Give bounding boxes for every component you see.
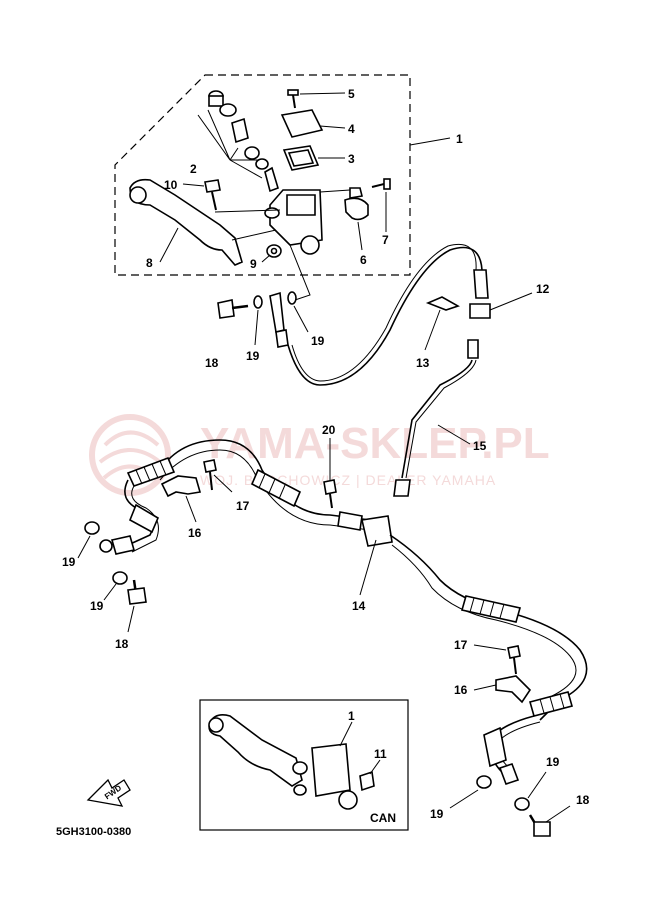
callout-19-right-a: 19 bbox=[430, 807, 444, 821]
callout-19-top-b: 19 bbox=[311, 334, 325, 348]
callout-4: 4 bbox=[348, 122, 355, 136]
callout-19-right-b: 19 bbox=[546, 755, 560, 769]
callout-5: 5 bbox=[348, 87, 355, 101]
callout-7: 7 bbox=[382, 233, 389, 247]
joint-bolt bbox=[323, 479, 337, 509]
leader-11 bbox=[369, 759, 381, 775]
callout-2: 2 bbox=[190, 162, 197, 176]
leader-banjo bbox=[289, 244, 311, 301]
callout-13: 13 bbox=[416, 356, 430, 370]
callout-19-left-a: 19 bbox=[62, 555, 76, 569]
watermark-dealer: WOJ. BROCHOWICZ | DEALER YAMAHA bbox=[200, 472, 496, 488]
callout-9: 9 bbox=[250, 257, 257, 271]
pivot-bolt bbox=[204, 179, 221, 211]
leader-18b bbox=[127, 605, 135, 633]
washer-top-a bbox=[253, 295, 263, 309]
callout-16-right: 16 bbox=[454, 683, 468, 697]
callout-15: 15 bbox=[473, 439, 487, 453]
callout-12: 12 bbox=[536, 282, 550, 296]
leader-12 bbox=[489, 292, 533, 311]
callout-18-left: 18 bbox=[115, 637, 129, 651]
leader-8b bbox=[231, 229, 277, 241]
callout-17-left: 17 bbox=[236, 499, 250, 513]
leader-19a bbox=[254, 309, 259, 346]
callout-6: 6 bbox=[360, 253, 367, 267]
washer-left-b bbox=[112, 571, 128, 585]
callout-18-right: 18 bbox=[576, 793, 590, 807]
leader-19e bbox=[449, 789, 479, 809]
hose-guide-left bbox=[160, 459, 217, 498]
banjo-bolt-right bbox=[528, 814, 551, 837]
callout-18-top: 18 bbox=[205, 356, 219, 370]
callout-11: 11 bbox=[374, 747, 387, 761]
leader-19c bbox=[77, 535, 91, 559]
brake-lever bbox=[129, 178, 243, 266]
leader-clamp bbox=[319, 189, 351, 193]
clamp-screw bbox=[371, 178, 391, 190]
washer-top-b bbox=[287, 291, 297, 305]
drawing-code: 5GH3100-0380 bbox=[56, 826, 131, 838]
leader-10b bbox=[214, 209, 281, 213]
leader-17a bbox=[213, 474, 233, 493]
assembly-dashed-box bbox=[114, 74, 411, 276]
leader-16b bbox=[473, 684, 497, 691]
can-inset-assembly bbox=[208, 714, 375, 810]
brake-hose-lower bbox=[99, 439, 588, 786]
hose-bracket bbox=[425, 296, 460, 311]
leader-19f bbox=[527, 771, 547, 799]
cap-screw bbox=[287, 89, 299, 109]
leader-19d bbox=[103, 583, 117, 601]
callout-3: 3 bbox=[348, 152, 355, 166]
washer-left-a bbox=[84, 521, 100, 535]
callout-19-top-a: 19 bbox=[246, 349, 260, 363]
fwd-arrow-icon: FWD bbox=[86, 778, 131, 807]
hose-guide-right bbox=[495, 645, 532, 704]
leader-16a bbox=[185, 495, 197, 523]
washer-right-a bbox=[476, 775, 492, 789]
watermark: YAMA-SKLEP.PL WOJ. BROCHOWICZ | DEALER Y… bbox=[89, 414, 550, 496]
leader-19b bbox=[293, 305, 309, 333]
leader-1 bbox=[409, 137, 451, 146]
callout-1-inset: 1 bbox=[348, 709, 355, 723]
lever-nut bbox=[266, 244, 282, 258]
leader-17b bbox=[473, 644, 507, 651]
callout-labels: 1 2 3 4 5 6 7 8 9 10 12 13 15 18 19 19 2… bbox=[62, 87, 590, 821]
diaphragm bbox=[282, 145, 320, 171]
can-label: CAN bbox=[370, 811, 396, 825]
leader-6 bbox=[357, 221, 363, 251]
banjo-bolt-top bbox=[217, 299, 249, 319]
leader-13 bbox=[424, 309, 441, 351]
piston-kit bbox=[208, 90, 279, 193]
callout-16-left: 16 bbox=[188, 526, 202, 540]
leader-8 bbox=[159, 227, 179, 263]
brake-hose-upper bbox=[269, 244, 491, 386]
handlebar-clamp bbox=[344, 187, 369, 221]
banjo-bolt-left bbox=[127, 579, 147, 605]
leader-14 bbox=[359, 539, 377, 596]
callout-8: 8 bbox=[146, 256, 153, 270]
leader-10 bbox=[182, 183, 205, 187]
leader-9 bbox=[261, 254, 271, 263]
callout-19-left-b: 19 bbox=[90, 599, 104, 613]
leader-2 bbox=[197, 109, 263, 179]
callout-1: 1 bbox=[456, 132, 463, 146]
leader-5 bbox=[299, 92, 346, 95]
brake-pipe bbox=[393, 339, 479, 497]
reservoir-cap bbox=[280, 109, 324, 138]
leader-1b bbox=[339, 721, 353, 747]
callout-10: 10 bbox=[164, 178, 178, 192]
watermark-brand: YAMA-SKLEP.PL bbox=[200, 419, 550, 468]
callout-17-right: 17 bbox=[454, 638, 468, 652]
watermark-logo bbox=[89, 414, 171, 496]
washer-right-b bbox=[514, 797, 530, 811]
callout-20: 20 bbox=[322, 423, 336, 437]
callout-14: 14 bbox=[352, 599, 366, 613]
leader-4 bbox=[319, 125, 346, 129]
leader-15 bbox=[437, 424, 471, 445]
leader-18c bbox=[545, 805, 571, 823]
